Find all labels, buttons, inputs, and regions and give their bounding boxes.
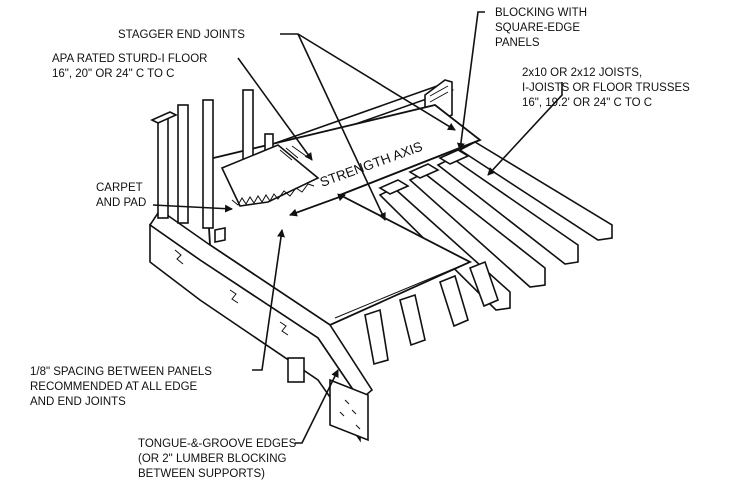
label-tongue-line2: (OR 2" LUMBER BLOCKING — [138, 453, 287, 465]
label-tongue-line1: TONGUE-&-GROOVE EDGES — [138, 438, 297, 450]
label-spacing-line3: AND END JOINTS — [30, 396, 126, 408]
leader-lines — [152, 11, 563, 444]
blocking — [378, 149, 470, 195]
strength-axis-arrow — [289, 193, 346, 217]
label-carpet-line1: CARPET — [96, 182, 143, 194]
label-stagger-end-joints: STAGGER END JOINTS — [118, 29, 245, 41]
label-floor-line1: APA RATED STURD-I FLOOR — [52, 53, 207, 65]
carpet-and-pad — [220, 144, 320, 207]
label-spacing-line1: 1/8" SPACING BETWEEN PANELS — [30, 366, 212, 378]
label-joists-line2: I-JOISTS OR FLOOR TRUSSES — [522, 82, 690, 94]
label-joists-line1: 2x10 OR 2x12 JOISTS, — [522, 67, 642, 79]
front-rim — [148, 208, 374, 443]
label-blocking-line3: PANELS — [495, 37, 540, 49]
label-carpet-line2: AND PAD — [96, 197, 146, 209]
label-floor-line2: 16", 20" OR 24" C TO C — [52, 68, 174, 80]
stud-wall — [150, 89, 274, 243]
label-blocking-line2: SQUARE-EDGE — [495, 22, 580, 34]
labels: STAGGER END JOINTS APA RATED STURD-I FLO… — [30, 7, 690, 480]
label-spacing-line2: RECOMMENDED AT ALL EDGE — [30, 381, 198, 393]
label-joists-line3: 16", 19.2' OR 24" C TO C — [522, 97, 652, 109]
label-blocking-line1: BLOCKING WITH — [495, 7, 587, 19]
label-tongue-line3: BETWEEN SUPPORTS) — [138, 468, 265, 480]
